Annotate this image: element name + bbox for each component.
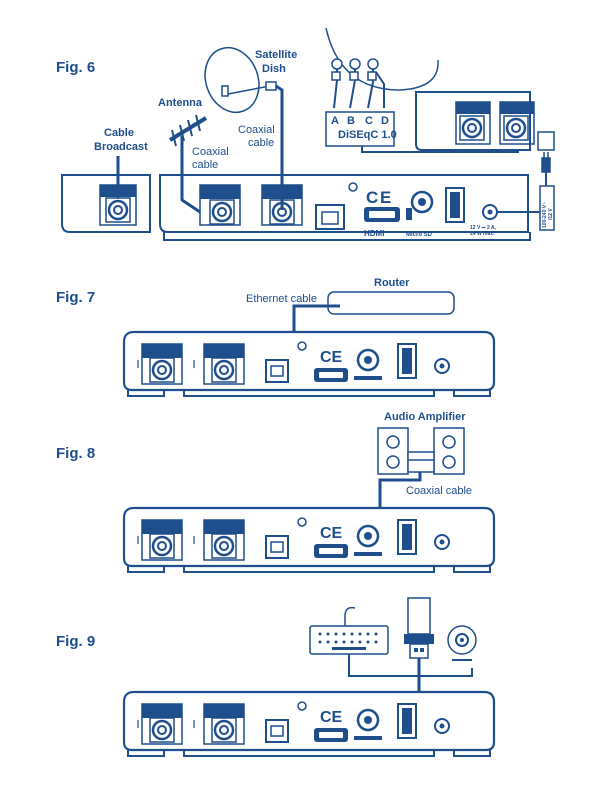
usb-stick-icon <box>404 598 434 658</box>
lnb-icons <box>332 59 384 108</box>
figure-6: C E HDMI Micro SD 12 V ⎓ 2 A, 24 W max. … <box>56 28 554 240</box>
figure-label-7: Fig. 7 <box>56 289 95 306</box>
power-rating-line2: 24 W max. <box>470 231 495 237</box>
receiver-fig9 <box>124 692 494 756</box>
router-icon <box>328 292 454 314</box>
svg-text:C: C <box>366 188 378 207</box>
diseqc-port-b: B <box>347 115 355 127</box>
figure-label-6: Fig. 6 <box>56 59 95 76</box>
hdmi-label: HDMI <box>364 229 384 238</box>
webcam-icon <box>448 626 476 660</box>
satellite-label-line1: Satellite <box>255 49 297 61</box>
diseqc-label: DiSEqC 1.0 <box>338 129 397 141</box>
figure-7: Fig. 7 Router Ethernet cable <box>56 277 494 396</box>
wall-socket-icon <box>538 132 554 150</box>
diseqc-port-c: C <box>365 115 373 127</box>
figure-8: Fig. 8 Audio Amplifier Coaxial cable <box>56 411 494 572</box>
router-label: Router <box>374 277 410 289</box>
diseqc-port-a: A <box>331 115 339 127</box>
receiver-fig7 <box>124 332 494 396</box>
cable-label-line1: Cable <box>104 127 134 139</box>
diseqc-port-d: D <box>381 115 389 127</box>
antenna-icon <box>170 115 206 146</box>
svg-text:E: E <box>380 188 391 207</box>
satellite-label-line2: Dish <box>262 63 286 75</box>
figure-label-9: Fig. 9 <box>56 633 95 650</box>
audio-amplifier-label: Audio Amplifier <box>384 411 466 423</box>
coaxial-cable-label: Coaxial cable <box>406 485 472 497</box>
figure-label-8: Fig. 8 <box>56 445 95 462</box>
power-label-line2: /12 V <box>548 208 554 220</box>
antenna-label: Antenna <box>158 97 203 109</box>
receiver-fig8 <box>124 508 494 572</box>
cable-label-line2: Broadcast <box>94 141 148 153</box>
coaxial-label-2-line2: cable <box>248 137 274 149</box>
ethernet-cable-label: Ethernet cable <box>246 293 317 305</box>
audio-amplifier-icon <box>378 428 464 474</box>
coaxial-label-2-line1: Coaxial <box>238 124 275 136</box>
figure-9: Fig. 9 <box>56 598 494 756</box>
micro-sd-label: Micro SD <box>406 232 433 238</box>
coaxial-label-1-line2: cable <box>192 159 218 171</box>
plug-icon <box>542 152 550 172</box>
coaxial-label-1-line1: Coaxial <box>192 146 229 158</box>
keyboard-icon <box>310 608 388 654</box>
